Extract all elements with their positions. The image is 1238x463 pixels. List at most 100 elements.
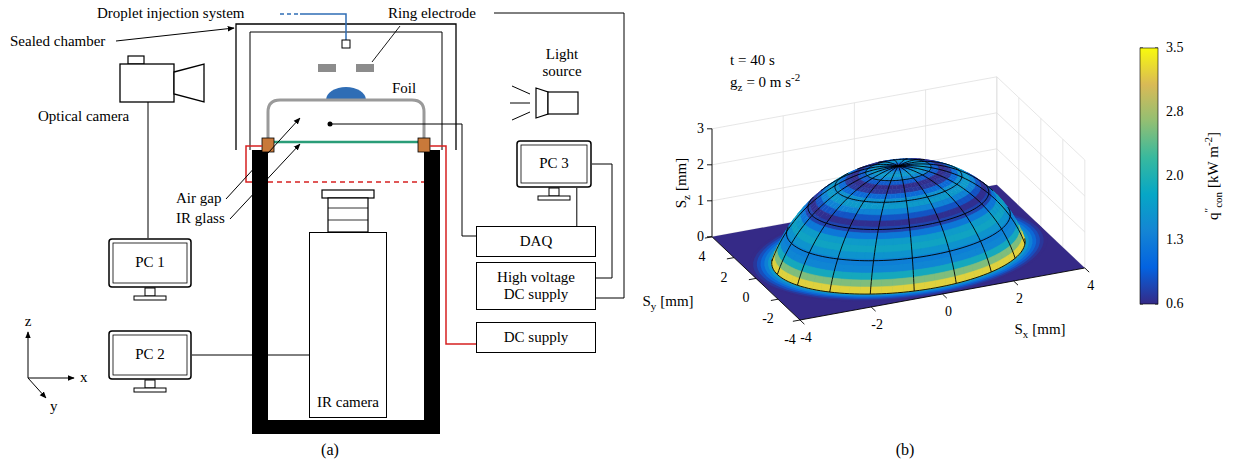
monitor-screen — [521, 145, 587, 183]
surface-patch — [893, 265, 903, 273]
part-label: Air gap — [176, 190, 221, 207]
axis-title: [mm] — [1032, 321, 1065, 337]
surface-patch — [886, 226, 894, 233]
surface-plot — [705, 48, 1158, 324]
axis-title: Sx[mm] — [1014, 321, 1065, 338]
droplet — [326, 87, 366, 100]
axis-line — [705, 237, 712, 238]
pc-monitor: PC 3 — [516, 140, 592, 188]
surface-patch — [871, 273, 882, 280]
surface-patch — [872, 266, 883, 273]
plot-annotation: t = 40 s — [730, 52, 775, 69]
tick-label: 2 — [697, 157, 704, 172]
axis-name: y — [50, 398, 58, 414]
surface-patch — [895, 209, 902, 215]
light-ray — [512, 112, 530, 120]
grid-line — [996, 77, 997, 185]
surface-patch — [851, 273, 862, 280]
pc-monitor: PC 1 — [108, 238, 192, 288]
surface-patch — [866, 246, 876, 253]
surface-patch — [967, 173, 975, 178]
surface-patch — [894, 232, 903, 239]
axis-arrow — [28, 378, 74, 379]
axis-line — [712, 129, 713, 237]
grid-line — [1084, 160, 1085, 268]
tick-label: 2 — [697, 157, 704, 173]
axis-title: y — [651, 300, 657, 312]
grid-line — [997, 77, 1085, 160]
monitor-screen — [113, 243, 187, 283]
tick-label: -4 — [784, 332, 796, 348]
light-ray — [510, 103, 530, 104]
surface-patch — [888, 209, 895, 215]
halo-ring — [749, 203, 1047, 301]
mesh-line — [898, 159, 907, 166]
surface-patch — [882, 272, 893, 280]
leader-arrow — [230, 144, 300, 219]
surface-patch — [896, 181, 900, 185]
surface-patch — [892, 271, 903, 279]
surface-patch — [893, 251, 903, 258]
colorbar-title: q′′con[kW m-2] — [1205, 132, 1222, 220]
axis-name: x — [80, 369, 88, 386]
axis-line — [793, 320, 800, 321]
surface-patch — [870, 287, 881, 294]
mesh-line — [830, 166, 899, 292]
chamber-wall — [250, 32, 251, 150]
tick-label: 0 — [697, 229, 704, 244]
colorbar-tick: 2.0 — [1166, 168, 1184, 184]
halo-ring — [757, 206, 1040, 299]
tick-label: 4 — [1087, 278, 1094, 293]
ir-glass — [270, 141, 422, 144]
colorbar-tick: 0.6 — [1166, 296, 1184, 311]
tick-label: 3 — [697, 121, 704, 136]
light-ray — [512, 86, 530, 94]
setup-schematic — [28, 13, 624, 434]
tick-label: 3 — [697, 121, 704, 137]
panel-label: (b) — [896, 441, 915, 459]
surface-patch — [887, 215, 894, 221]
optical-camera — [174, 64, 204, 102]
plot-annotation: g — [730, 74, 738, 90]
injection-tube — [300, 14, 346, 40]
colorbar-title: ′′ — [1202, 208, 1214, 213]
connector — [192, 355, 309, 356]
surface-patch — [876, 239, 885, 246]
axis-line — [771, 299, 778, 300]
mesh-line — [898, 166, 1015, 258]
axis-line — [707, 200, 712, 201]
colorbar-title: q — [1205, 213, 1221, 221]
daq-box: DAQ — [476, 226, 596, 257]
tick-label: 4 — [1087, 278, 1094, 294]
ir-camera: IR camera — [309, 232, 387, 418]
surface-patch — [893, 245, 902, 252]
part-label: Light source — [542, 46, 581, 79]
axis-line — [707, 164, 712, 165]
panel-label: (a) — [321, 441, 339, 459]
optical-camera — [120, 64, 174, 102]
axis-title: z — [680, 195, 692, 200]
node-text: DAQ — [520, 233, 553, 250]
node-text: PC 2 — [135, 346, 165, 363]
ring-electrode — [356, 64, 374, 72]
sealed-chamber — [236, 24, 456, 150]
surface-patch — [862, 266, 873, 273]
ir-camera-lens — [322, 190, 374, 198]
light-source — [548, 92, 578, 114]
surface-patch — [896, 189, 901, 194]
connector — [576, 188, 577, 226]
part-label: Optical camera — [38, 108, 129, 125]
tick-label: 1 — [697, 193, 704, 208]
axis-line — [942, 294, 946, 298]
surface-patch — [884, 245, 894, 252]
nozzle — [342, 40, 350, 48]
tick-label: -4 — [800, 330, 812, 345]
axis-arrow — [28, 332, 29, 378]
part-label: IR glass — [176, 210, 225, 227]
part-label: Foil — [392, 80, 416, 97]
monitor-stand — [538, 196, 570, 200]
monitor-stand — [134, 296, 166, 300]
surface-patch — [881, 286, 892, 294]
surface-patch — [886, 220, 894, 226]
